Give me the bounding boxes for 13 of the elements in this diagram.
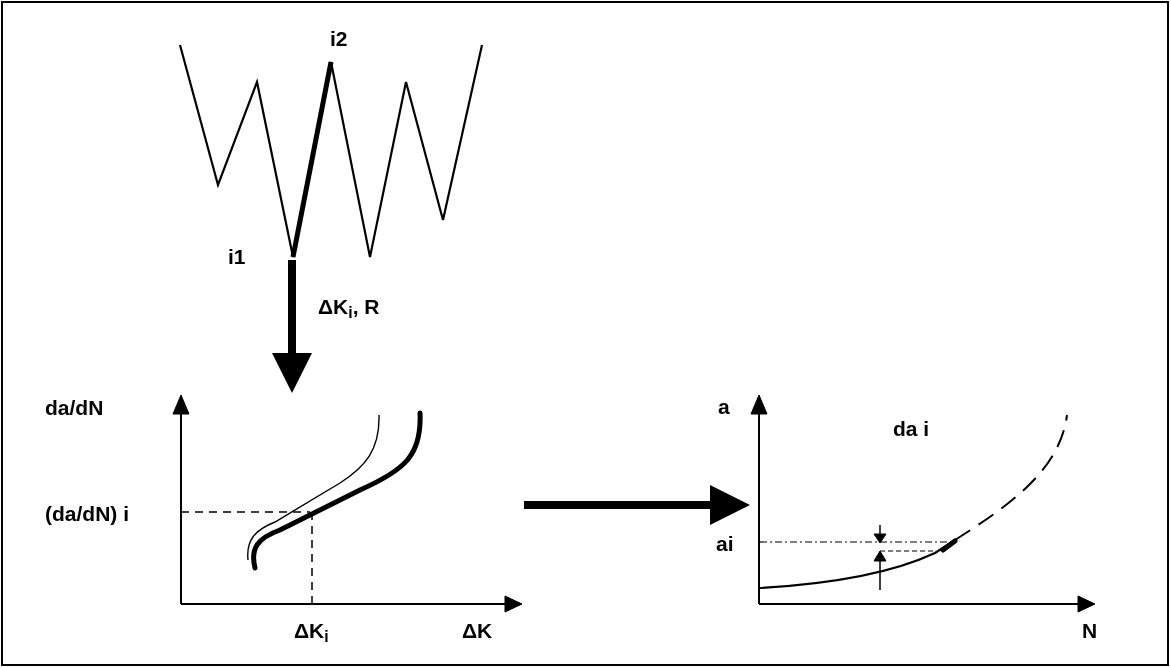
axis-label: i2 — [330, 28, 348, 49]
axis-label: ΔK — [462, 620, 493, 641]
axis-label: da/dN — [45, 397, 104, 418]
axis-label: da i — [893, 418, 930, 439]
axis-label: N — [1082, 620, 1098, 641]
axis-label: ΔK$_{i}$ — [294, 620, 329, 641]
axis-label: ai — [716, 533, 734, 554]
axis-label: (da/dN) i — [45, 503, 129, 524]
crack-length-drawing — [750, 393, 1097, 614]
axis-label: i1 — [228, 246, 246, 267]
axis-label: a — [718, 396, 730, 417]
crack-growth-rate-drawing — [172, 393, 524, 614]
edge-label: ΔK$_{i}$, R — [318, 296, 380, 317]
